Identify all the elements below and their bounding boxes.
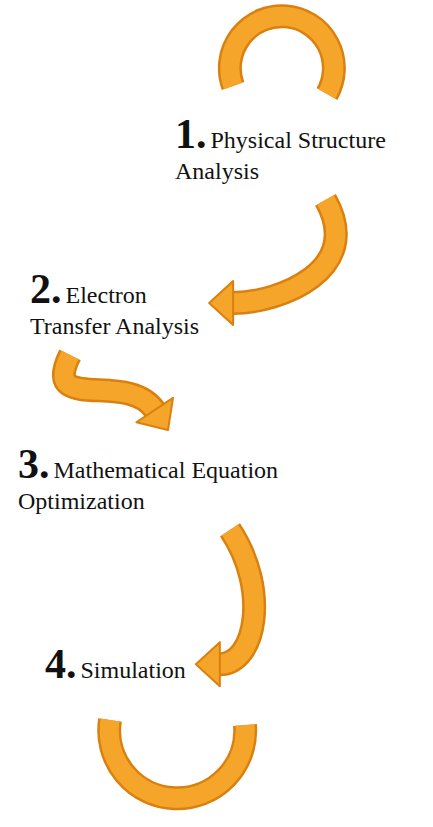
arrow-body-edge (64, 355, 155, 410)
arrow-head (209, 281, 233, 325)
arrow-body (233, 200, 336, 303)
step-title: Simulation (81, 657, 186, 683)
top-loop-edge (230, 16, 334, 94)
top-loop (230, 16, 334, 94)
curved-arrow (209, 200, 336, 325)
step-node: 2. Electron Transfer Analysis (30, 265, 230, 341)
arrow-head (196, 642, 220, 686)
step-number: 3. (18, 441, 50, 487)
step-node: 1. Physical Structure Analysis (175, 110, 390, 186)
step-title: Mathematical Equation Optimization (18, 457, 278, 514)
arrow-body-edge (220, 530, 254, 664)
curved-arrow (64, 355, 173, 430)
step-title: Physical Structure Analysis (175, 127, 386, 184)
curved-arrow (196, 530, 254, 686)
step-number: 1. (175, 111, 207, 157)
step-number: 4. (45, 641, 77, 687)
step-node: 3. Mathematical Equation Optimization (18, 440, 283, 516)
arrow-head (136, 398, 173, 430)
bottom-ring-edge (109, 720, 245, 798)
arrow-body (220, 530, 254, 664)
step-number: 2. (30, 266, 62, 312)
step-node: 4. Simulation (45, 640, 186, 688)
arrow-body (64, 355, 155, 410)
arrow-body-edge (233, 200, 336, 303)
bottom-ring (109, 720, 245, 798)
